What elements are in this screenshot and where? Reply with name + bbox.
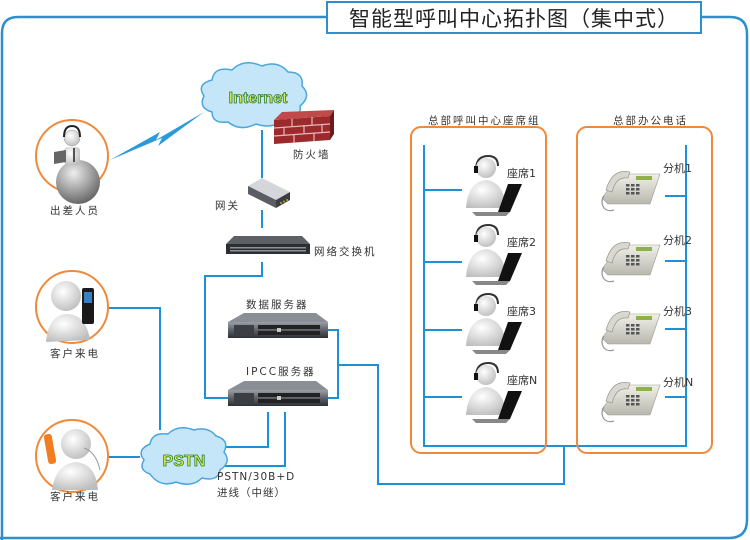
- gateway-icon: [248, 178, 290, 208]
- agent-group-title: 总部呼叫中心座席组: [428, 115, 541, 127]
- cloud-icon: [140, 427, 228, 485]
- desk-phone-icons: [601, 171, 661, 423]
- trunk-label-line2: 进线（中继）: [217, 487, 286, 499]
- extension-label-2: 分机2: [663, 234, 692, 247]
- agent-icons: [466, 154, 522, 423]
- data-server-icon: [228, 313, 328, 338]
- customer-mobile-label: 客户来电: [50, 348, 100, 360]
- switch-label: 网络交换机: [314, 246, 377, 258]
- outer-frame: [0, 15, 749, 540]
- cloud-icon: [200, 62, 308, 129]
- extension-label-n: 分机N: [663, 376, 694, 389]
- firewall-label: 防火墙: [293, 149, 331, 161]
- extension-label-3: 分机3: [663, 305, 692, 318]
- internet-label: Internet: [229, 90, 288, 107]
- agent-label-1: 座席1: [507, 167, 536, 180]
- switch-icon: [226, 236, 310, 254]
- office-group-title: 总部办公电话: [613, 115, 688, 127]
- agent-headset-icon: [466, 154, 522, 216]
- agent-label-3: 座席3: [507, 305, 536, 318]
- desk-phone-icon: [601, 242, 661, 283]
- pstn-cloud: PSTN: [140, 427, 228, 485]
- agent-label-2: 座席2: [507, 236, 536, 249]
- desk-phone-icon: [601, 311, 661, 352]
- gateway-label: 网关: [215, 200, 240, 212]
- agent-headset-icon: [466, 223, 522, 285]
- connection-lines: [109, 130, 687, 485]
- data-server-label: 数据服务器: [246, 299, 309, 311]
- phone-caller-icon: [35, 419, 109, 493]
- desk-phone-icon: [601, 171, 661, 212]
- agent-headset-icon: [466, 361, 522, 423]
- internet-cloud: Internet: [200, 62, 308, 129]
- remote-staff-label: 出差人员: [50, 205, 100, 217]
- extension-label-1: 分机1: [663, 162, 692, 175]
- firewall-icon: [273, 110, 334, 144]
- title-box: 智能型呼叫中心拓扑图（集中式）: [326, 1, 702, 34]
- ipcc-server-icon: [228, 381, 328, 406]
- agent-label-n: 座席N: [507, 374, 538, 387]
- remote-worker-icon: [35, 119, 109, 204]
- office-group-border: [576, 126, 713, 454]
- agent-headset-icon: [466, 292, 522, 354]
- ipcc-server-label: IPCC服务器: [246, 366, 316, 378]
- agent-group-border: [410, 126, 547, 454]
- pstn-label: PSTN: [163, 453, 206, 470]
- wireless-link-icon: [110, 112, 204, 160]
- desk-phone-icon: [601, 382, 661, 423]
- customer-phone-label: 客户来电: [50, 491, 100, 503]
- mobile-caller-icon: [35, 270, 109, 344]
- trunk-label-line1: PSTN/30B+D: [217, 471, 296, 483]
- page-title: 智能型呼叫中心拓扑图（集中式）: [349, 6, 679, 31]
